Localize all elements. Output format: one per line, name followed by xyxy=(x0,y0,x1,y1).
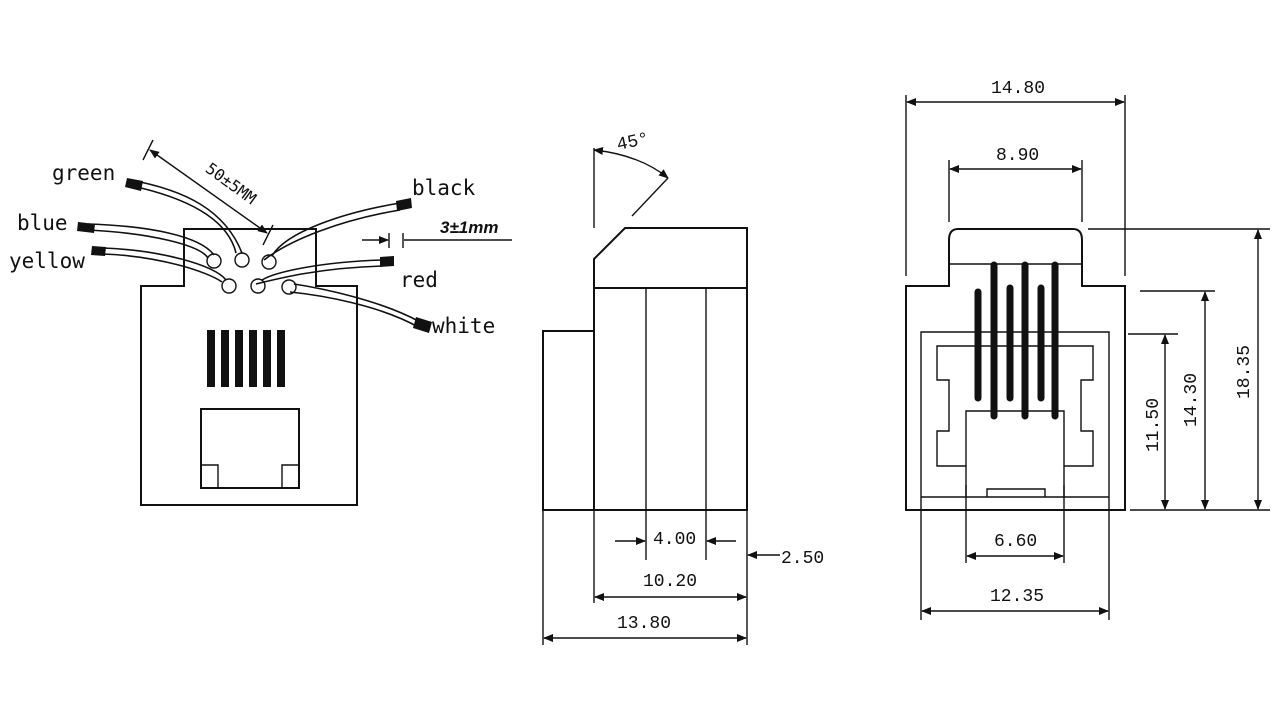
front-height-mid-label: 14.30 xyxy=(1182,373,1202,427)
side-lower-body xyxy=(542,330,747,511)
front-height-inner-label: 11.50 xyxy=(1144,398,1164,452)
jack-latch-notches xyxy=(201,464,299,488)
side-offset-label: 2.50 xyxy=(781,549,824,569)
contact-pins xyxy=(974,261,1059,420)
wire-label-green: green xyxy=(52,161,115,185)
side-upper-body xyxy=(593,227,748,511)
side-slot-label: 4.00 xyxy=(653,530,696,550)
front-housing-outline xyxy=(905,228,1126,511)
wire-label-black: black xyxy=(412,176,476,200)
front-total-width-label: 14.80 xyxy=(991,79,1045,99)
front-height-total-label: 18.35 xyxy=(1235,345,1255,399)
wire-label-red: red xyxy=(400,268,438,292)
front-top-width-label: 8.90 xyxy=(996,146,1039,166)
front-inner-width-label: 12.35 xyxy=(990,587,1044,607)
contact-bars xyxy=(207,330,285,387)
side-view: 45° 4.00 2.50 10.20 13.80 xyxy=(542,130,824,645)
strip-length-dimension xyxy=(362,233,512,248)
rear-view: 50±5MM 3±1mm green blue yellow black red… xyxy=(9,139,512,506)
wires xyxy=(77,178,432,333)
wire-label-white: white xyxy=(432,314,495,338)
wire-holes xyxy=(206,252,297,295)
jack-opening xyxy=(200,408,300,489)
wire-length-dimension xyxy=(142,139,274,246)
rear-housing-outline xyxy=(140,228,358,506)
front-view: 14.80 8.90 6.60 12.35 11.50 14.30 18.35 xyxy=(905,79,1270,620)
angle-arc xyxy=(593,146,669,179)
front-opening-width-label: 6.60 xyxy=(994,532,1037,552)
angle-label: 45° xyxy=(615,130,651,156)
side-total-depth-label: 13.80 xyxy=(617,614,671,634)
wire-length-label: 50±5MM xyxy=(202,159,260,208)
wire-label-blue: blue xyxy=(17,211,68,235)
side-body-depth-label: 10.20 xyxy=(643,572,697,592)
strip-length-label: 3±1mm xyxy=(440,218,498,237)
wire-label-yellow: yellow xyxy=(9,249,85,273)
